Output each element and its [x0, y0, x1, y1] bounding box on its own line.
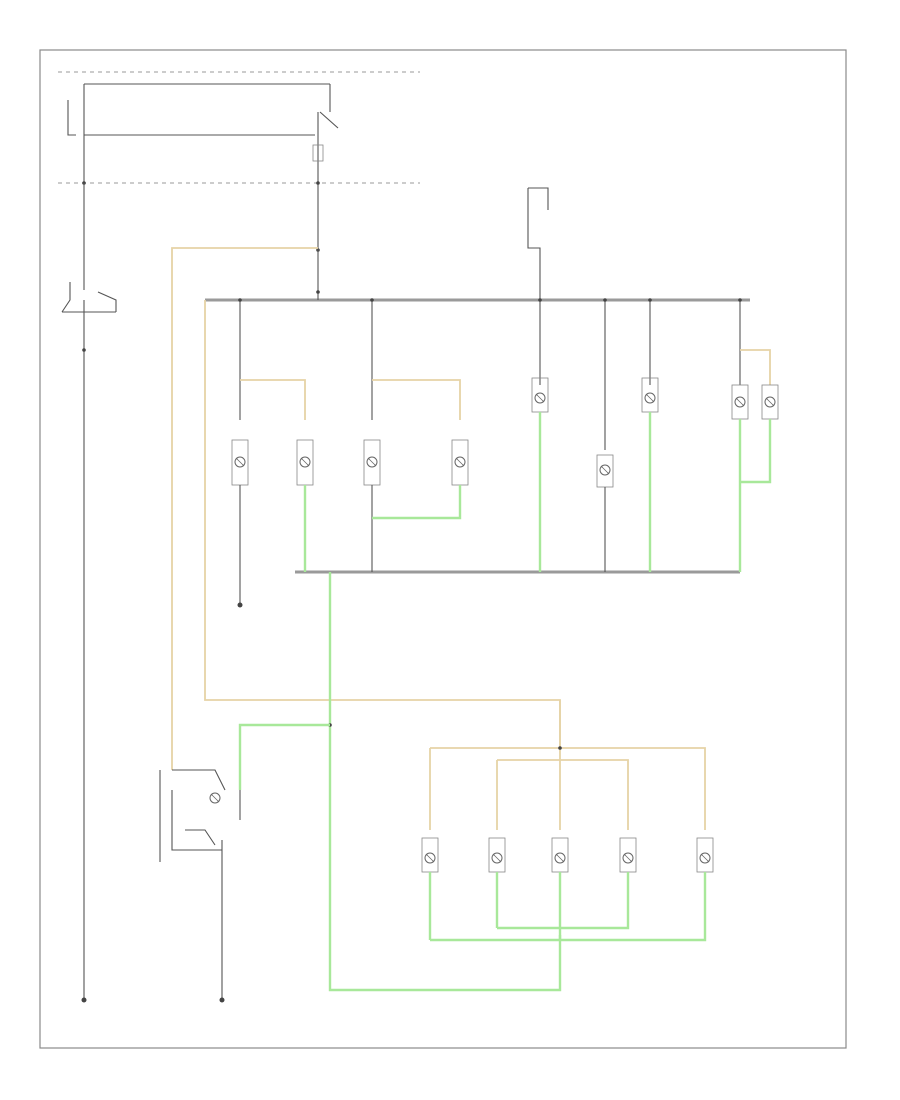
- diagram-frame: [39, 49, 847, 1049]
- hazard-switch: [296, 439, 314, 572]
- right-mirror-switch: [488, 837, 506, 928]
- sunroof-switch: [497, 837, 637, 930]
- bus-drops: [238, 298, 742, 450]
- fog-light-switch: [551, 837, 569, 940]
- a-t-shift-indicator: [372, 439, 469, 520]
- instrument-cluster: [531, 377, 549, 572]
- left-mirror-switch: [421, 837, 439, 940]
- cruise-switch: [740, 384, 779, 484]
- climate-control: [641, 377, 659, 572]
- rheostat-switch: [159, 769, 241, 1003]
- light-switch: [61, 183, 117, 1003]
- cigar-lighter: [596, 454, 614, 572]
- relay-fuse-block: [58, 71, 420, 252]
- glove-box-light: [430, 837, 714, 942]
- rear-defogger-switch: [363, 439, 381, 572]
- dimmer-switch: [731, 384, 749, 572]
- clock: [231, 439, 249, 608]
